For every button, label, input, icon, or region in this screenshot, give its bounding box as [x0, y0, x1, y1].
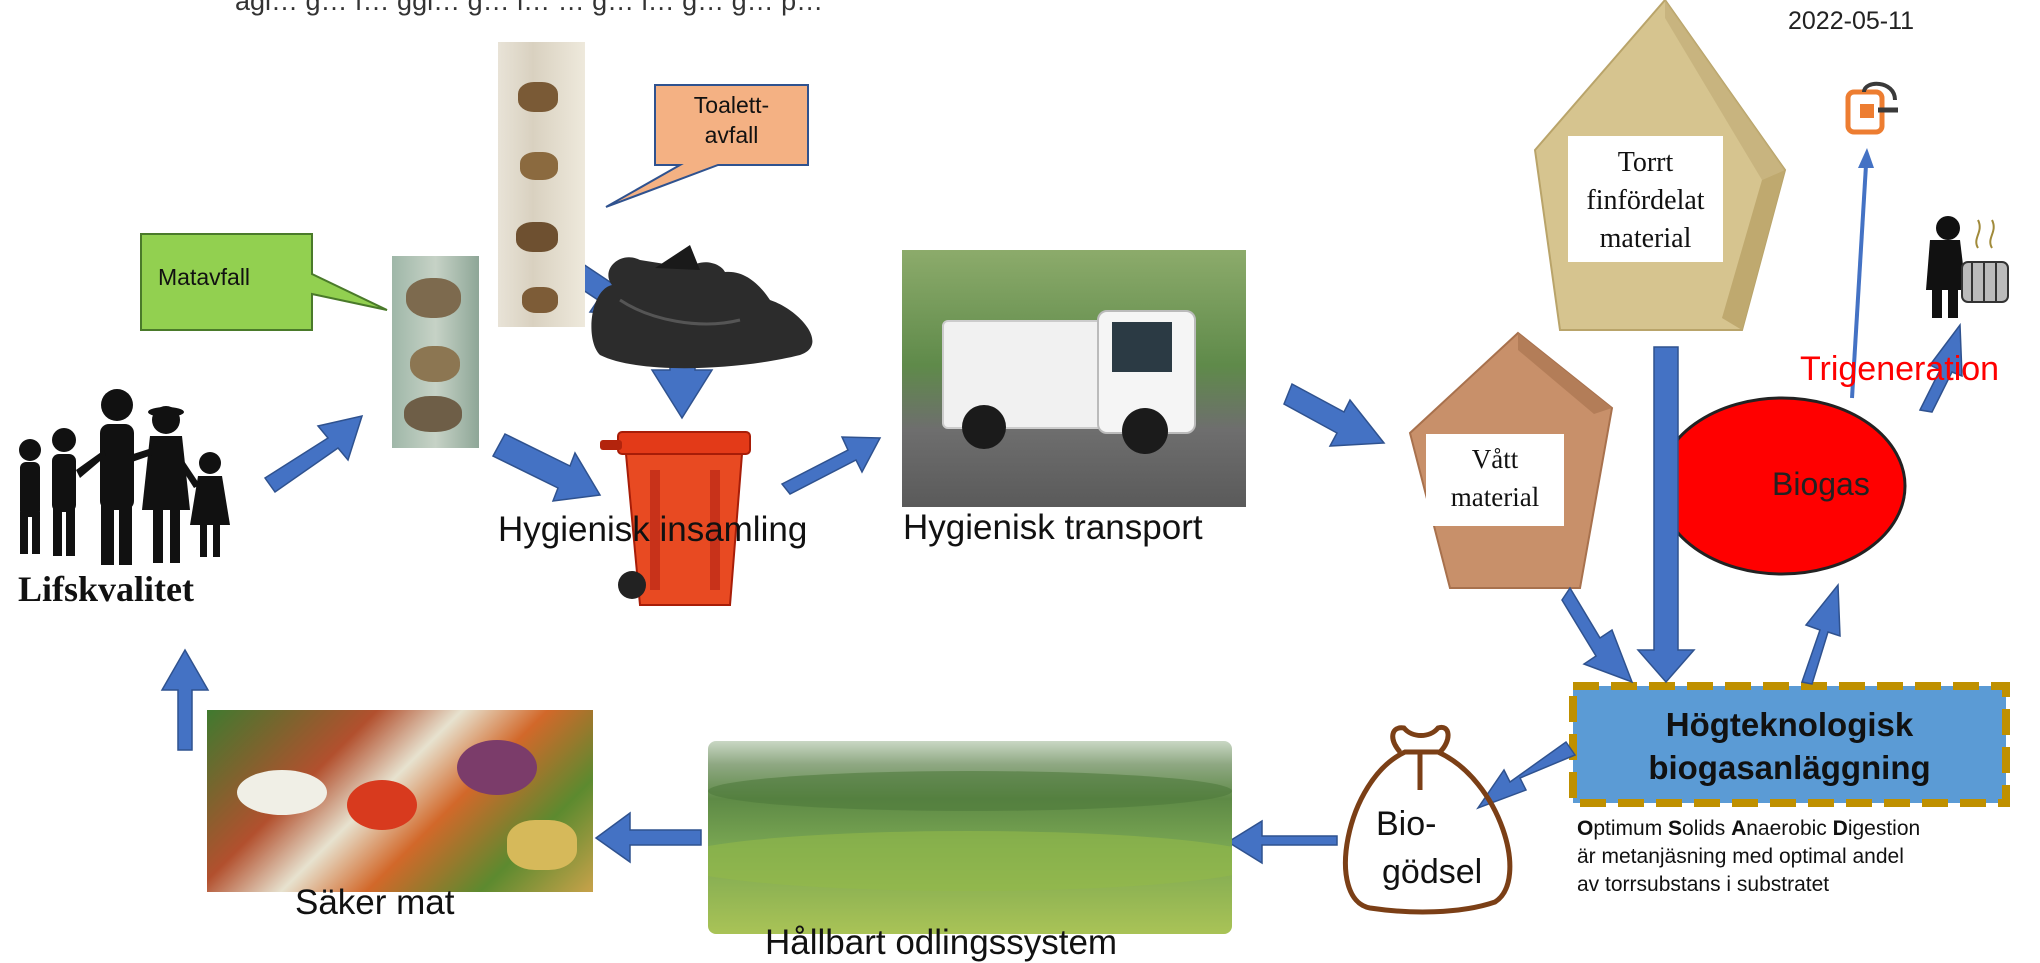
plant-box [1569, 682, 2010, 807]
osad-line-3: av torrsubstans i substratet [1577, 873, 1830, 896]
red-bin-image [600, 431, 751, 606]
toalett-callout-shape [605, 84, 809, 208]
arrow-bin-to-truck [780, 436, 882, 495]
vatt-line-2: material [1450, 482, 1540, 512]
family-silhouette [19, 389, 230, 565]
torrt-line-3: material [1599, 223, 1692, 254]
torrt-line-2: finfördelat [1586, 185, 1705, 216]
osad-description: Optimum Solids Anaerobic Digestion är me… [1577, 815, 1920, 899]
torrt-material-label: Torrt finfördelat material [1568, 136, 1723, 262]
arrow-dry-to-plant [1636, 346, 1696, 684]
arrow-plant-to-fertilizer [1476, 740, 1577, 810]
matavfall-callout-text: Matavfall [158, 264, 251, 290]
vegetables-photo [207, 710, 593, 892]
hallbart-odlingssystem-label: Hållbart odlingssystem [765, 923, 1118, 962]
arrow-wet-to-plant [1561, 586, 1634, 684]
heater-person-icon [1926, 216, 2009, 318]
saker-mat-label: Säker mat [295, 883, 455, 922]
date-label: 2022-05-11 [1788, 7, 1915, 35]
arrow-truck-to-wet [1283, 382, 1386, 447]
lifskvalitet-label: Lifskvalitet [18, 569, 194, 609]
biogodsel-line-1: Bio- [1376, 805, 1437, 843]
toalett-line-1: Toalett- [693, 92, 770, 118]
black-bag-image [591, 245, 813, 369]
osad-line-1: Optimum Solids Anaerobic Digestion [1577, 817, 1921, 840]
biogodsel-line-2: gödsel [1382, 853, 1483, 891]
vatt-material-label: Vått material [1426, 434, 1564, 526]
hygienisk-insamling-label: Hygienisk insamling [498, 510, 808, 549]
farmland-photo [708, 741, 1232, 934]
arrow-life-to-food [263, 414, 364, 494]
osad-line-2: är metanjäsning med optimal andel [1577, 845, 1904, 868]
toalett-callout-text: Toalett- avfall [655, 90, 808, 150]
plant-title-line-2: biogasanläggning [1648, 749, 1931, 786]
arrow-field-to-food [594, 811, 702, 864]
biogodsel-label: Bio- gödsel [1376, 800, 1482, 896]
arrow-fertilizer-to-field [1226, 819, 1338, 865]
toilet-waste-photo [498, 42, 585, 327]
flow-arrows [160, 250, 1963, 865]
arrow-food-to-life [160, 648, 210, 751]
fertilizer-sack-icon [1342, 724, 1513, 915]
cut-header-text: agl… g… f… ggl… g… l… … g… l… g… g… p… [235, 0, 824, 16]
arrow-food-to-bin [491, 433, 602, 502]
biogas-label: Biogas [1772, 466, 1870, 502]
torrt-line-1: Torrt [1617, 147, 1674, 178]
hygienisk-transport-label: Hygienisk transport [903, 508, 1203, 547]
plug-icon [1845, 81, 1898, 135]
arrow-biogas-to-electricity [1850, 148, 1874, 399]
plant-title: Högteknologisk biogasanläggning [1573, 703, 2006, 789]
transport-truck-photo [902, 250, 1246, 507]
plant-title-line-1: Högteknologisk [1665, 706, 1914, 743]
arrow-biogas-to-heater [1918, 322, 1963, 413]
arrow-plant-to-biogas [1801, 582, 1841, 685]
toalett-line-2: avfall [704, 122, 759, 148]
food-waste-photo [392, 256, 479, 448]
vatt-line-1: Vått [1471, 444, 1519, 474]
matavfall-callout-shape [140, 233, 388, 331]
trigeneration-label: Trigeneration [1800, 350, 2000, 388]
